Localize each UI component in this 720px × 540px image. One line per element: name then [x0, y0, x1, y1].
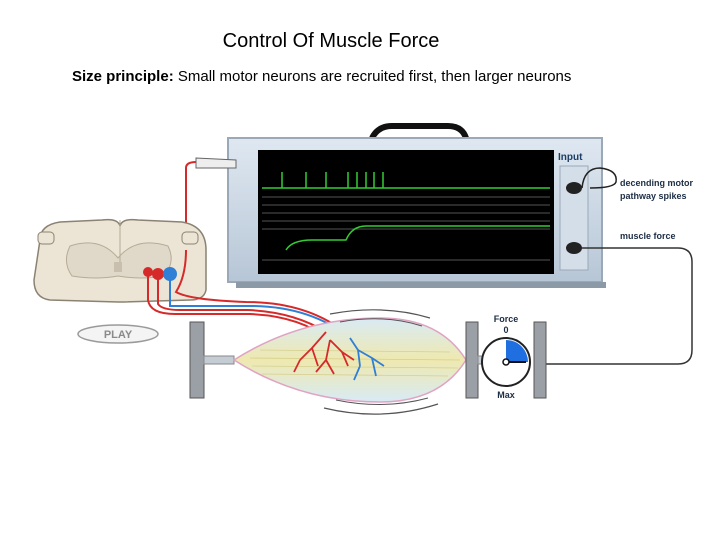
descending-label-line1: decending motor [620, 178, 693, 188]
monitor-screen [258, 150, 554, 274]
subtitle-lead: Size principle: [72, 68, 174, 85]
monitor-handle [369, 123, 469, 140]
gauge-title: Force [494, 314, 519, 324]
spike-trace-spikes [281, 172, 384, 188]
gauge-max: Max [497, 390, 515, 400]
oscilloscope-monitor: Input [227, 123, 606, 288]
electrode-icon [566, 182, 582, 194]
force-gauge-icon: Force 0 Max [477, 314, 547, 400]
spinal-cord-icon [33, 218, 207, 303]
stimulating-electrode [195, 157, 237, 169]
monitor-base [236, 282, 606, 288]
screen-gridlines [262, 196, 550, 261]
muscle-icon [189, 309, 479, 415]
right-wall [465, 321, 479, 399]
descending-cable [581, 167, 617, 189]
blue-branches [349, 337, 385, 381]
vibration-arc [329, 309, 431, 319]
page-title: Control Of Muscle Force [222, 30, 440, 52]
input-label: Input [558, 152, 583, 163]
play-button[interactable]: PLAY [77, 324, 159, 344]
play-label: PLAY [104, 329, 133, 341]
gauge-zero: 0 [503, 325, 508, 335]
gauge-level [506, 340, 528, 362]
subtitle-text: Small motor neurons are recruited first,… [173, 68, 572, 85]
force-cable [538, 247, 693, 365]
force-trace [285, 225, 550, 251]
red-branches [293, 331, 355, 375]
page-subtitle: Size principle: Small motor neurons are … [72, 68, 571, 85]
left-wall [189, 321, 205, 399]
descending-label-line2: pathway spikes [620, 191, 687, 201]
electrode-icon [566, 242, 582, 254]
muscle-force-label: muscle force [620, 231, 676, 241]
